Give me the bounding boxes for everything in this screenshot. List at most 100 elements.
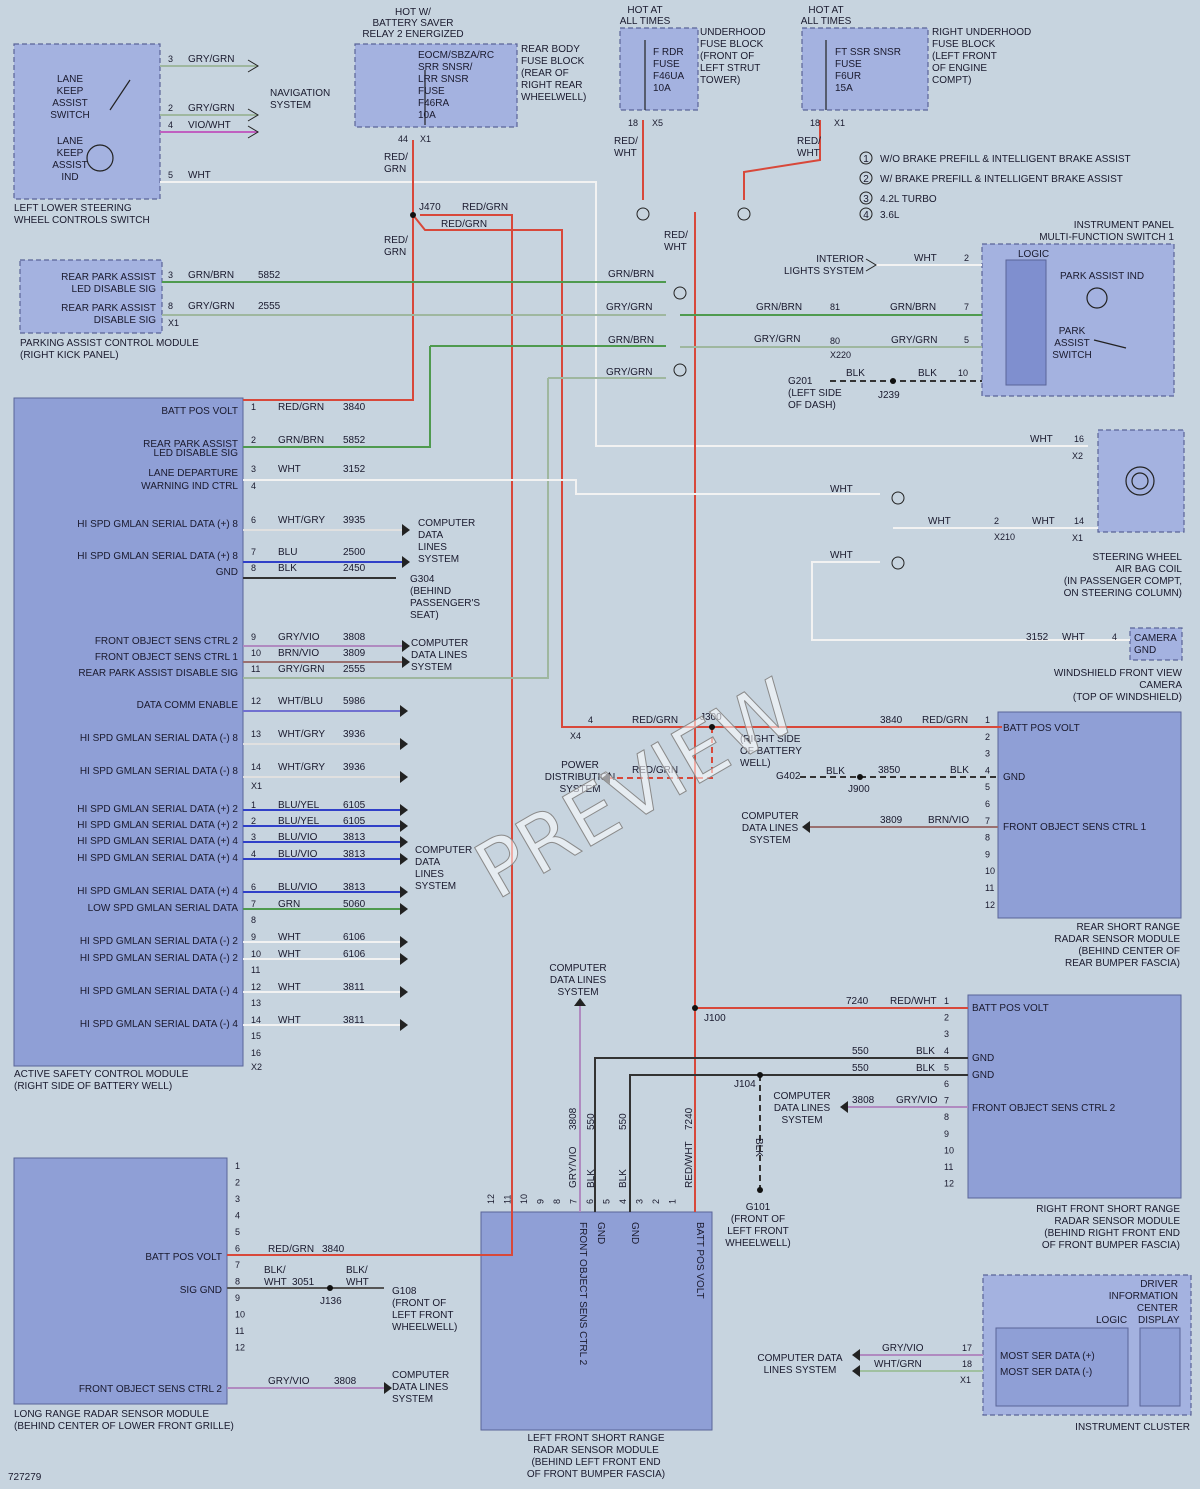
pin-label: SIG GND — [180, 1285, 222, 1296]
circuit-number: 3809 — [880, 815, 903, 826]
hot-label: HOT AT — [808, 5, 843, 16]
circuit-number: 2500 — [343, 547, 366, 558]
pin-label: MOST SER DATA (-) — [1000, 1367, 1092, 1378]
circuit-number: 7240 — [684, 1107, 695, 1130]
rear-srr-title: REAR BUMPER FASCIA) — [1065, 958, 1180, 969]
pin-number: 7 — [235, 1260, 240, 1270]
hot-label: HOT W/ — [395, 7, 431, 18]
fuse-location: COMPT) — [932, 75, 971, 86]
pin-number: 8 — [944, 1112, 949, 1122]
splice-label: J104 — [734, 1079, 756, 1090]
connector-label: X1 — [834, 118, 845, 128]
fuse-label: FUSE — [835, 59, 862, 70]
park-assist-title: (RIGHT KICK PANEL) — [20, 350, 119, 361]
pin-number: 3 — [635, 1199, 645, 1204]
pin-number: 5 — [944, 1062, 949, 1072]
splice-j470 — [410, 212, 416, 218]
pin-label: HI SPD GMLAN SERIAL DATA (+) 4 — [77, 853, 238, 864]
camera-title: CAMERA — [1139, 680, 1182, 691]
computer-data-lines-label: COMPUTER — [418, 518, 475, 529]
pin-number: 5 — [235, 1227, 240, 1237]
interior-lights-label: INTERIOR — [816, 254, 864, 265]
camera-gnd-label: GND — [1134, 645, 1156, 656]
ground-label: SEAT) — [410, 610, 439, 621]
pin-number: 13 — [251, 729, 261, 739]
wire-color: WHT/GRN — [874, 1359, 922, 1370]
wire-color: WHT/GRY — [278, 762, 325, 773]
circuit-number: 3152 — [343, 464, 366, 475]
computer-data-lines-label: COMPUTER — [741, 811, 798, 822]
arrowhead-x2-6 — [400, 886, 408, 898]
pin-number: 14 — [251, 1015, 261, 1025]
cluster-logic-box — [995, 1327, 1129, 1407]
pin-label: REAR PARK ASSIST DISABLE SIG — [78, 668, 238, 679]
wire-blk-550a — [594, 1057, 968, 1212]
lka-ind-label: ASSIST — [52, 160, 88, 171]
pin-number: 15 — [251, 1031, 261, 1041]
computer-data-lines-label: DATA LINES — [392, 1382, 449, 1393]
pin-label: FRONT OBJECT SENS CTRL 2 — [79, 1384, 223, 1395]
computer-data-lines-label: SYSTEM — [411, 662, 452, 673]
wire-color: WHT — [1062, 632, 1085, 643]
arrowhead-x2-14 — [400, 1019, 408, 1031]
computer-data-lines-label: DATA LINES — [550, 975, 607, 986]
pin-label: REAR PARK ASSIST — [61, 303, 156, 314]
hot-label: RELAY 2 ENERGIZED — [362, 29, 463, 40]
legend-circles — [636, 151, 905, 570]
wire-color: WHT — [830, 484, 853, 495]
fuse-location: OF ENGINE — [932, 63, 987, 74]
lka-ind-label: IND — [61, 172, 78, 183]
pin-number: 14 — [251, 762, 261, 772]
computer-data-lines-label: SYSTEM — [415, 881, 456, 892]
computer-data-lines-label: COMPUTER — [411, 638, 468, 649]
splice-label: J300 — [700, 712, 722, 723]
wires — [160, 65, 1130, 1389]
pin-number: 8 — [168, 301, 173, 311]
ground-label: (BEHIND — [410, 586, 451, 597]
pin-label: GND — [972, 1070, 994, 1081]
wire-color: WHT — [797, 148, 820, 159]
pin-number: 5 — [985, 782, 990, 792]
wire-color: BRN/VIO — [928, 815, 969, 826]
fuse-label: LRR SNSR — [418, 74, 469, 85]
circuit-number: 2450 — [343, 563, 366, 574]
navigation-label: SYSTEM — [270, 100, 311, 111]
pin-number: 6 — [585, 1199, 595, 1204]
pin-number: 1 — [251, 402, 256, 412]
fuse-location: FUSE BLOCK — [700, 39, 764, 50]
pin-number: 2 — [964, 253, 969, 263]
pin-number: 4 — [251, 849, 256, 859]
fuse-location: (REAR OF — [521, 68, 569, 79]
computer-data-lines-label: LINES SYSTEM — [764, 1365, 837, 1376]
long-range-box — [13, 1157, 228, 1405]
pin-number: 2 — [168, 103, 173, 113]
pin-label: HI SPD GMLAN SERIAL DATA (-) 8 — [80, 766, 239, 777]
pin-label: HI SPD GMLAN SERIAL DATA (-) 4 — [80, 986, 239, 997]
arrowhead-10 — [402, 656, 410, 668]
wire-blk-550b — [629, 1074, 968, 1212]
park-ind-symbol — [1086, 287, 1108, 309]
pin-label: GND — [595, 1222, 606, 1244]
connector-label: X2 — [1072, 451, 1083, 461]
circuit-number: 3840 — [880, 715, 903, 726]
pin-label: REAR PARK ASSIST — [143, 439, 238, 450]
legend-circle-3 — [859, 191, 873, 205]
circuit-number: 3811 — [343, 1015, 365, 1026]
arrow-nav-3 — [247, 125, 259, 139]
wire-color: GRY/GRN — [606, 302, 653, 313]
wire-color: WHT — [278, 1015, 301, 1026]
pin-number: 44 — [398, 134, 408, 144]
ground-label: G304 — [410, 574, 435, 585]
splice-j100 — [692, 1005, 698, 1011]
pin-label: GND — [629, 1222, 640, 1244]
rear-srr-title: REAR SHORT RANGE — [1076, 922, 1180, 933]
fuse-location: REAR BODY — [521, 44, 580, 55]
circuit-number: 550 — [586, 1113, 597, 1130]
wire-color: GRN/BRN — [608, 269, 654, 280]
pin-number: 5 — [964, 335, 969, 345]
hot-label: BATTERY SAVER — [373, 18, 454, 29]
computer-data-lines-label: DATA — [415, 857, 441, 868]
pin-number: 3 — [944, 1029, 949, 1039]
arrowhead-cl-2 — [852, 1365, 860, 1377]
